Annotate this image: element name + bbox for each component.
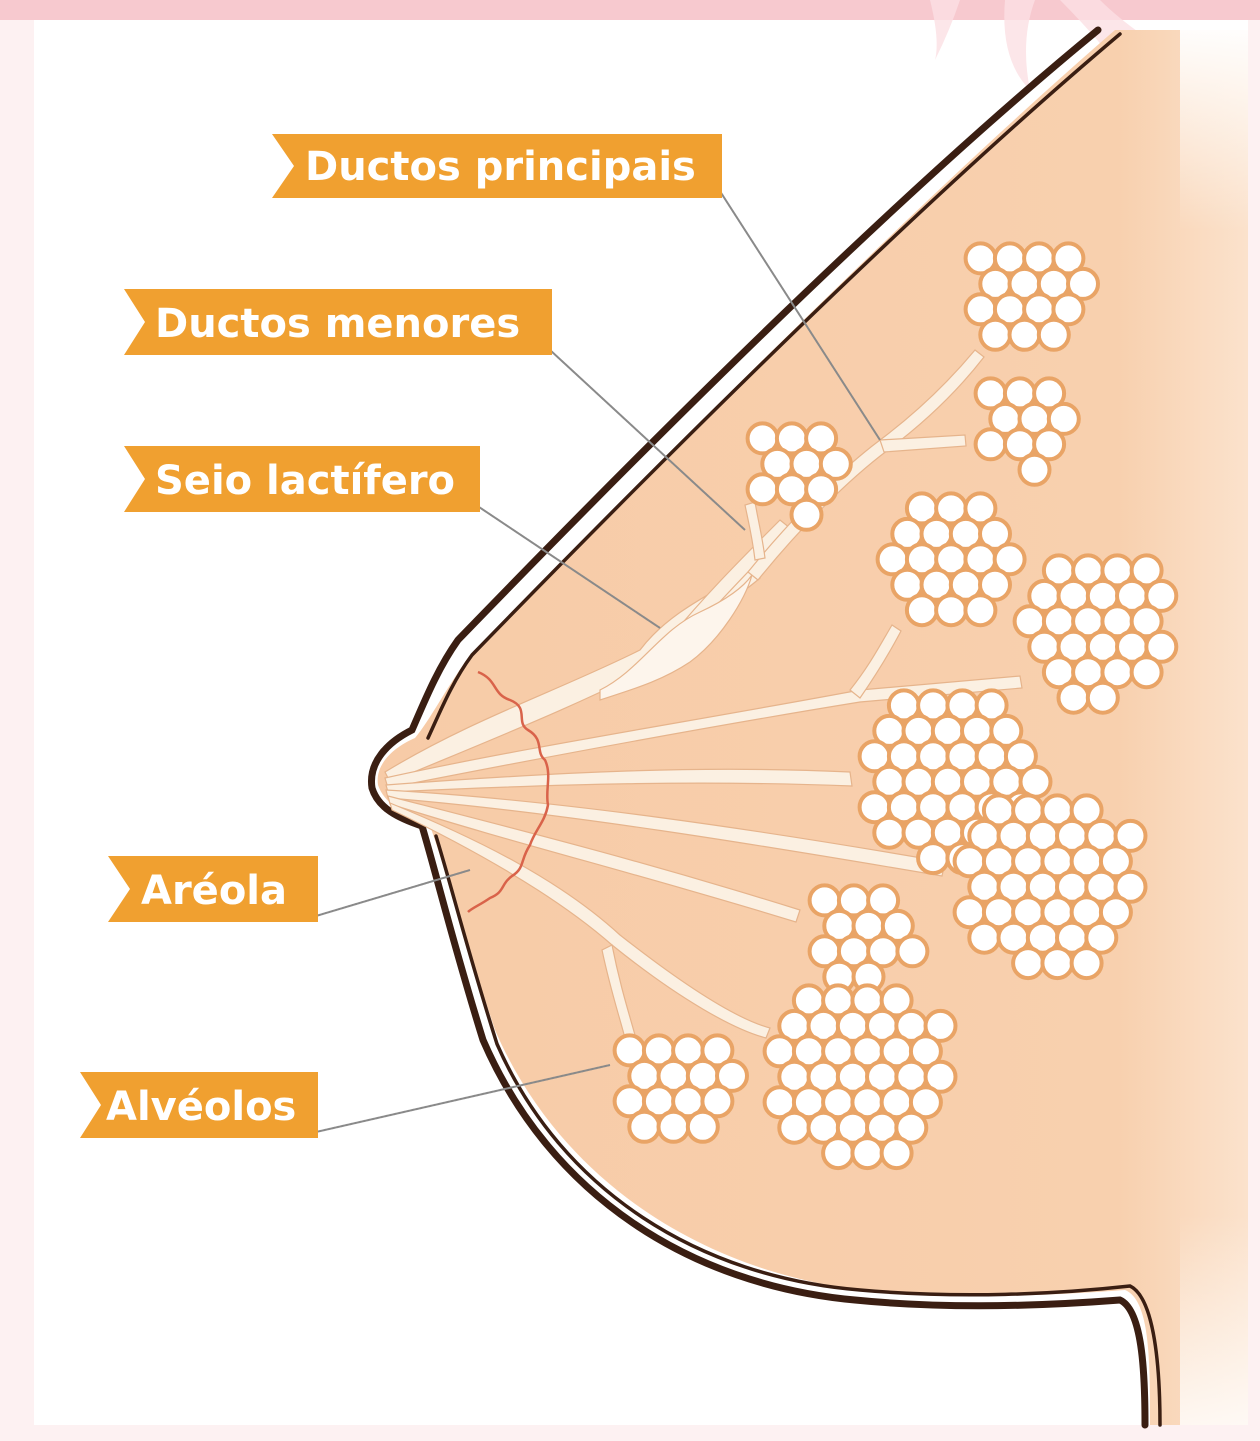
alveolus	[792, 500, 822, 530]
label-ductos-menores: Ductos menores	[124, 289, 552, 355]
alveolus	[1042, 948, 1072, 978]
alveolus	[1013, 948, 1043, 978]
alveolus	[1088, 683, 1118, 713]
alveolus	[969, 923, 999, 953]
alveolus	[779, 1113, 809, 1143]
alveolus	[897, 936, 927, 966]
alveolus	[1059, 683, 1089, 713]
label-ductos-principais: Ductos principais	[272, 134, 722, 198]
alveolus	[907, 595, 937, 625]
alveolus	[965, 595, 995, 625]
right-edge-fade	[1180, 20, 1248, 1425]
alveolus	[1132, 657, 1162, 687]
label-text-areola: Aréola	[141, 868, 287, 914]
label-areola: Aréola	[108, 856, 318, 922]
alveolus	[976, 429, 1006, 459]
alveolus	[1020, 455, 1050, 485]
alveolus	[659, 1112, 689, 1142]
alveolus	[918, 843, 948, 873]
label-text-ductos-principais: Ductos principais	[305, 144, 696, 190]
alveolus	[688, 1112, 718, 1142]
label-text-seio-lactifero: Seio lactífero	[155, 458, 455, 504]
alveolus	[748, 474, 778, 504]
alveolus	[1010, 320, 1040, 350]
alveolus	[629, 1112, 659, 1142]
alveolus	[1039, 320, 1069, 350]
alveolus	[1072, 948, 1102, 978]
label-seio-lactifero: Seio lactífero	[124, 446, 480, 512]
label-text-ductos-menores: Ductos menores	[155, 301, 520, 347]
alveolus	[852, 1138, 882, 1168]
alveolus	[980, 320, 1010, 350]
alveolus	[936, 595, 966, 625]
alveolus	[882, 1138, 912, 1168]
alveolus	[874, 818, 904, 848]
label-text-alveolos: Alvéolos	[106, 1084, 296, 1130]
alveolus	[823, 1138, 853, 1168]
label-alveolos: Alvéolos	[80, 1072, 318, 1138]
